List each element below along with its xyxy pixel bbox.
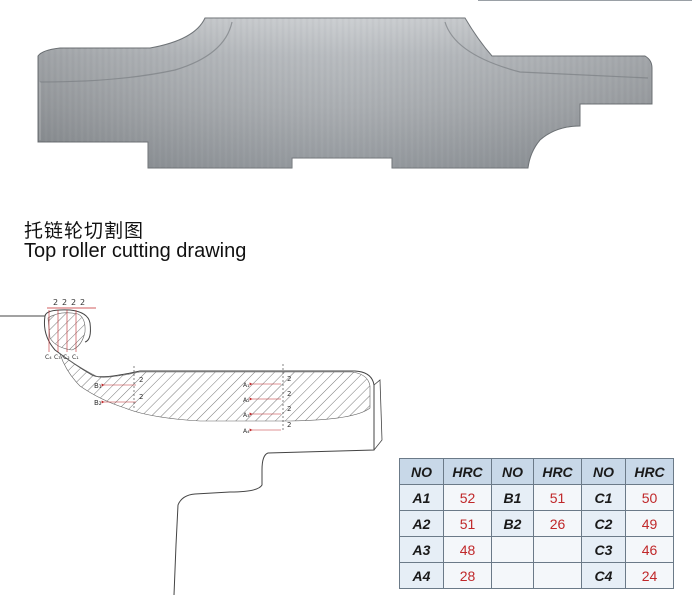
point-cell: A4 — [399, 562, 444, 589]
hrc-cell: 51 — [533, 484, 582, 511]
dim-label: 2 — [80, 298, 85, 307]
header-cell: NO — [399, 458, 444, 485]
header-cell: NO — [581, 458, 626, 485]
point-cell: C4 — [581, 562, 626, 589]
a-label: A₄ — [243, 428, 250, 435]
a-label: A₁ — [243, 382, 250, 389]
point-cell: A1 — [399, 484, 444, 511]
top-border-line — [478, 0, 692, 1]
hrc-cell: 26 — [533, 510, 582, 537]
empty-cell — [533, 562, 582, 589]
a-dim: 2 — [287, 375, 291, 383]
c-label: C₄ — [45, 354, 52, 361]
point-cell: C2 — [581, 510, 626, 537]
hrc-cell: 24 — [625, 562, 674, 589]
table-row: A3 48 C3 46 — [399, 536, 674, 563]
point-cell: C1 — [581, 484, 626, 511]
a-label: A₃ — [243, 412, 250, 419]
dim-label: 2 — [53, 298, 58, 307]
empty-cell — [491, 562, 534, 589]
a-dim: 2 — [287, 405, 291, 413]
b-points: B₁ B₂ 2 2 — [94, 366, 143, 408]
hrc-cell: 51 — [443, 510, 492, 537]
hrc-cell: 46 — [625, 536, 674, 563]
c-label: C₃ — [54, 354, 61, 361]
c-label: C₂ — [63, 354, 70, 361]
dim-label: 2 — [71, 298, 76, 307]
header-cell: HRC — [533, 458, 582, 485]
cut-roller-photo — [37, 17, 653, 169]
table-header-row: NO HRC NO HRC NO HRC — [399, 458, 674, 485]
b-dim: 2 — [139, 376, 143, 384]
a-points: A₁ A₂ A₃ A₄ 2 2 2 2 — [243, 364, 291, 435]
a-label: A₂ — [243, 397, 250, 404]
empty-cell — [491, 536, 534, 563]
title-english: Top roller cutting drawing — [24, 240, 247, 262]
table-row: A4 28 C4 24 — [399, 562, 674, 589]
empty-cell — [533, 536, 582, 563]
header-cell: HRC — [625, 458, 674, 485]
a-dim: 2 — [287, 421, 291, 429]
b-dim: 2 — [139, 393, 143, 401]
c-label: C₁ — [72, 354, 79, 361]
point-cell: B2 — [491, 510, 534, 537]
dim-label: 2 — [62, 298, 67, 307]
header-cell: NO — [491, 458, 534, 485]
title-chinese: 托链轮切割图 — [24, 220, 145, 242]
table-row: A1 52 B1 51 C1 50 — [399, 484, 674, 511]
point-cell: C3 — [581, 536, 626, 563]
cutting-drawing: 2 2 2 2 C₄ C₃ C₂ C₁ B₁ B₂ 2 2 A₁ A₂ A₃ A… — [0, 298, 383, 595]
b-label: B₁ — [94, 382, 102, 390]
point-cell: A3 — [399, 536, 444, 563]
b-label: B₂ — [94, 399, 102, 407]
hrc-cell: 50 — [625, 484, 674, 511]
hrc-cell: 48 — [443, 536, 492, 563]
table-row: A2 51 B2 26 C2 49 — [399, 510, 674, 537]
hrc-table: NO HRC NO HRC NO HRC A1 52 B1 51 C1 50 A… — [399, 458, 674, 589]
point-cell: B1 — [491, 484, 534, 511]
hrc-cell: 52 — [443, 484, 492, 511]
a-dim: 2 — [287, 390, 291, 398]
header-cell: HRC — [443, 458, 492, 485]
hrc-cell: 49 — [625, 510, 674, 537]
hrc-cell: 28 — [443, 562, 492, 589]
c-dimensions: 2 2 2 2 C₄ C₃ C₂ C₁ — [45, 298, 96, 361]
point-cell: A2 — [399, 510, 444, 537]
